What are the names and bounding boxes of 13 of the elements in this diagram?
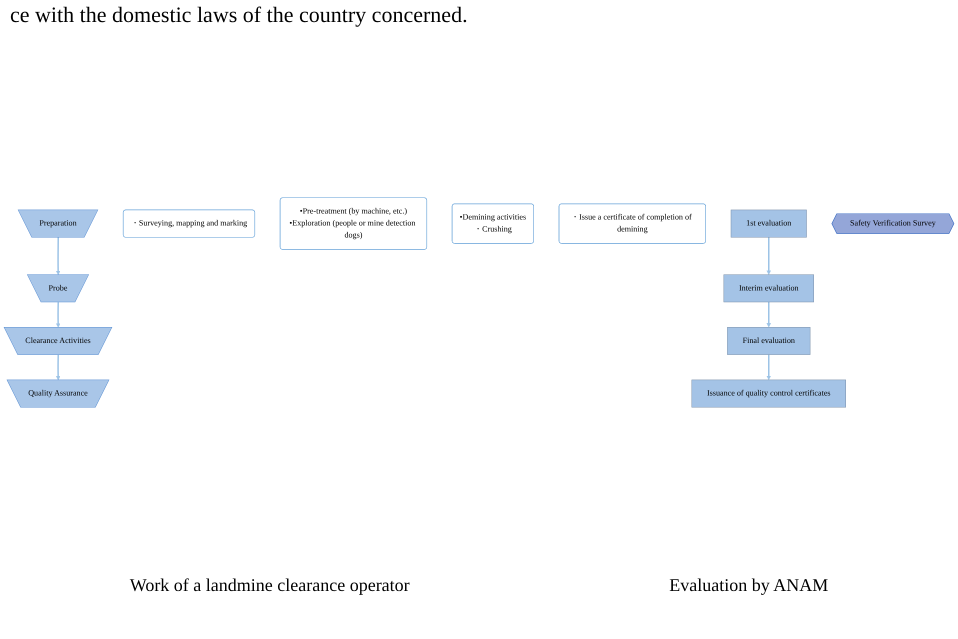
node-box: Interim evaluation xyxy=(724,274,814,302)
arrow xyxy=(56,302,60,328)
arrow xyxy=(766,354,771,380)
node-box: 1st evaluation xyxy=(730,210,807,238)
note-text: ce with the domestic laws of the country concerned. xyxy=(10,2,468,27)
arrow xyxy=(56,354,60,380)
arrow xyxy=(766,237,771,275)
node-box: Issuance of quality control certificates xyxy=(692,380,846,408)
caption-text: Work of a landmine clearance operator xyxy=(130,575,410,596)
caption-text: Evaluation by ANAM xyxy=(669,575,828,596)
arrow xyxy=(56,237,60,276)
arrow xyxy=(766,302,771,328)
node-box: Final evaluation xyxy=(727,327,810,355)
